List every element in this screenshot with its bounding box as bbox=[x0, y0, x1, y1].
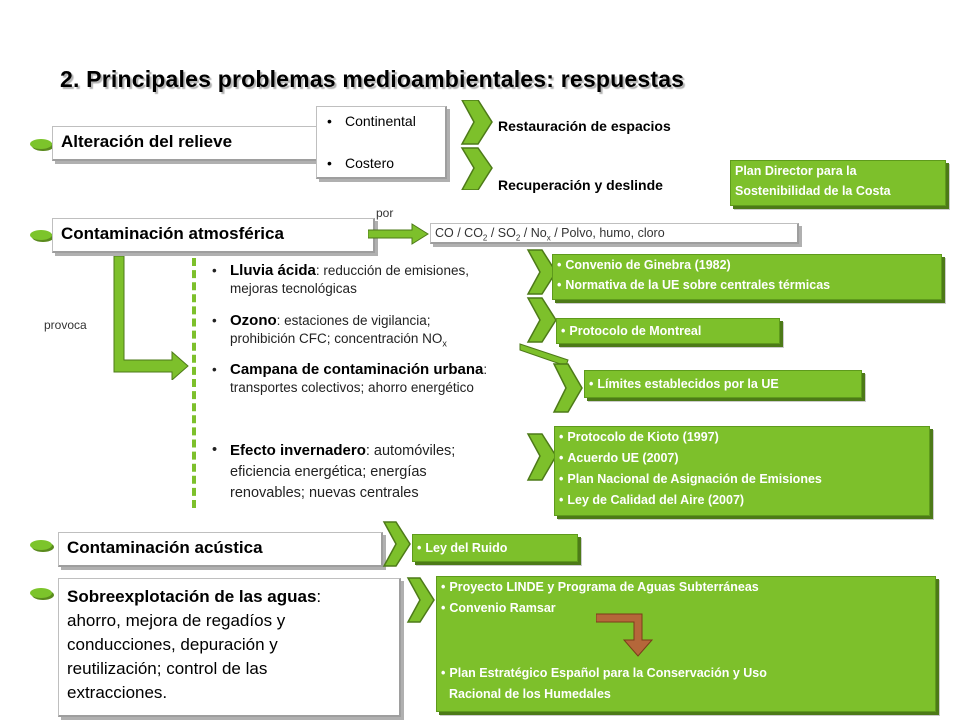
aguas-head: Sobreexplotación de las aguas bbox=[67, 587, 317, 606]
response-line: Racional de los Humedales bbox=[449, 687, 611, 701]
response-box-montreal: Protocolo de Montreal bbox=[556, 318, 780, 344]
response-line: Convenio de Ginebra (1982) bbox=[553, 255, 941, 276]
bullet-dot-icon bbox=[30, 540, 52, 550]
chevron-arrow-icon bbox=[382, 521, 411, 567]
effect-text: : reducción de emisiones, bbox=[315, 263, 469, 278]
acustica-label: Contaminación acústica bbox=[58, 532, 383, 567]
aguas-line: : bbox=[316, 587, 322, 606]
effect-invernadero: Efecto invernadero: automóviles; eficienc… bbox=[212, 440, 532, 504]
response-line: Proyecto LINDE y Programa de Aguas Subte… bbox=[437, 577, 935, 598]
relieve-item: Continental bbox=[327, 113, 445, 129]
bullet-dot-icon bbox=[30, 588, 52, 598]
aguas-box: Sobreexplotación de las aguas: ahorro, m… bbox=[58, 578, 401, 717]
aguas-line: conducciones, depuración y bbox=[67, 635, 278, 654]
response-line: Límites establecidos por la UE bbox=[585, 371, 861, 397]
dashed-divider bbox=[192, 258, 196, 508]
aguas-line: ahorro, mejora de regadíos y bbox=[67, 611, 286, 630]
response-line: Normativa de la UE sobre centrales térmi… bbox=[553, 276, 941, 294]
relieve-label: Alteración del relieve bbox=[52, 126, 331, 161]
effect-text: transportes colectivos; ahorro energétic… bbox=[230, 380, 474, 395]
chevron-arrow-icon bbox=[406, 577, 435, 623]
provoca-label: provoca bbox=[44, 318, 87, 332]
effect-text: : automóviles; bbox=[365, 443, 456, 459]
effect-head: Efecto invernadero bbox=[230, 442, 366, 459]
response-line: Protocolo de Montreal bbox=[557, 319, 779, 343]
response-line: Ley del Ruido bbox=[413, 535, 577, 561]
aguas-line: extracciones. bbox=[67, 683, 168, 702]
effect-text: : estaciones de vigilancia; bbox=[276, 313, 431, 328]
pollutant-sub: 2 bbox=[515, 233, 521, 243]
atmosferica-label: Contaminación atmosférica bbox=[52, 218, 375, 253]
effect-head: Lluvia ácida bbox=[230, 262, 316, 279]
chevron-arrow-icon bbox=[460, 100, 493, 190]
elbow-arrow-icon bbox=[113, 256, 189, 380]
brown-elbow-arrow-icon bbox=[596, 613, 654, 657]
response-box-kioto: Protocolo de Kioto (1997) Acuerdo UE (20… bbox=[554, 426, 930, 516]
effect-head: Campana de contaminación urbana bbox=[230, 361, 484, 378]
pollutant-text: CO / CO bbox=[435, 226, 483, 240]
effect-text: prohibición CFC; concentración NO bbox=[230, 331, 443, 346]
effect-text: : bbox=[483, 362, 488, 377]
effect-head: Ozono bbox=[230, 312, 277, 329]
por-label: por bbox=[376, 206, 394, 220]
pollutant-text: / SO bbox=[487, 226, 516, 240]
pollutants-box: CO / CO2 / SO2 / Nox / Polvo, humo, clor… bbox=[430, 223, 799, 244]
bullet-dot-icon bbox=[30, 139, 52, 149]
effect-sub: x bbox=[442, 338, 447, 349]
response-line: Plan Estratégico Español para la Conserv… bbox=[437, 663, 935, 684]
plan-line: Sostenibilidad de la Costa bbox=[735, 184, 891, 198]
page-title: 2. Principales problemas medioambientale… bbox=[60, 66, 685, 92]
plan-director-box: Plan Director para la Sostenibilidad de … bbox=[730, 160, 946, 206]
bullet-dot-icon bbox=[30, 230, 52, 240]
pollutant-sub: 2 bbox=[482, 233, 488, 243]
response-box-limites: Límites establecidos por la UE bbox=[584, 370, 862, 398]
response-line: Protocolo de Kioto (1997) bbox=[555, 427, 929, 448]
effect-text: eficiencia energética; energías bbox=[230, 464, 427, 480]
effect-lluvia: Lluvia ácida: reducción de emisiones, mej… bbox=[212, 262, 532, 298]
effect-text: mejoras tecnológicas bbox=[230, 281, 357, 296]
arrow-right-icon bbox=[368, 223, 429, 245]
effect-text: renovables; nuevas centrales bbox=[230, 485, 419, 501]
effect-ozono: Ozono: estaciones de vigilancia; prohibic… bbox=[212, 312, 532, 353]
aguas-line: reutilización; control de las bbox=[67, 659, 268, 678]
response-recuperacion: Recuperación y deslinde bbox=[498, 177, 663, 193]
response-line: Convenio Ramsar bbox=[437, 598, 935, 619]
response-box-ruido: Ley del Ruido bbox=[412, 534, 578, 562]
pollutant-text: / Polvo, humo, cloro bbox=[550, 226, 665, 240]
effect-campana: Campana de contaminación urbana: transpor… bbox=[212, 361, 552, 397]
response-line: Plan Nacional de Asignación de Emisiones bbox=[555, 469, 929, 490]
response-line: Ley de Calidad del Aire (2007) bbox=[555, 490, 929, 511]
pollutant-text: / No bbox=[520, 226, 547, 240]
pollutant-sub: x bbox=[546, 233, 551, 243]
relieve-item: Costero bbox=[327, 155, 445, 171]
response-box-aguas: Proyecto LINDE y Programa de Aguas Subte… bbox=[436, 576, 936, 712]
response-box-ginebra: Convenio de Ginebra (1982) Normativa de … bbox=[552, 254, 942, 300]
relieve-items-box: Continental Costero bbox=[316, 106, 447, 179]
response-restauracion: Restauración de espacios bbox=[498, 118, 671, 134]
response-line: Acuerdo UE (2007) bbox=[555, 448, 929, 469]
effect-chevrons-icon bbox=[519, 249, 583, 481]
plan-line: Plan Director para la bbox=[735, 164, 857, 178]
